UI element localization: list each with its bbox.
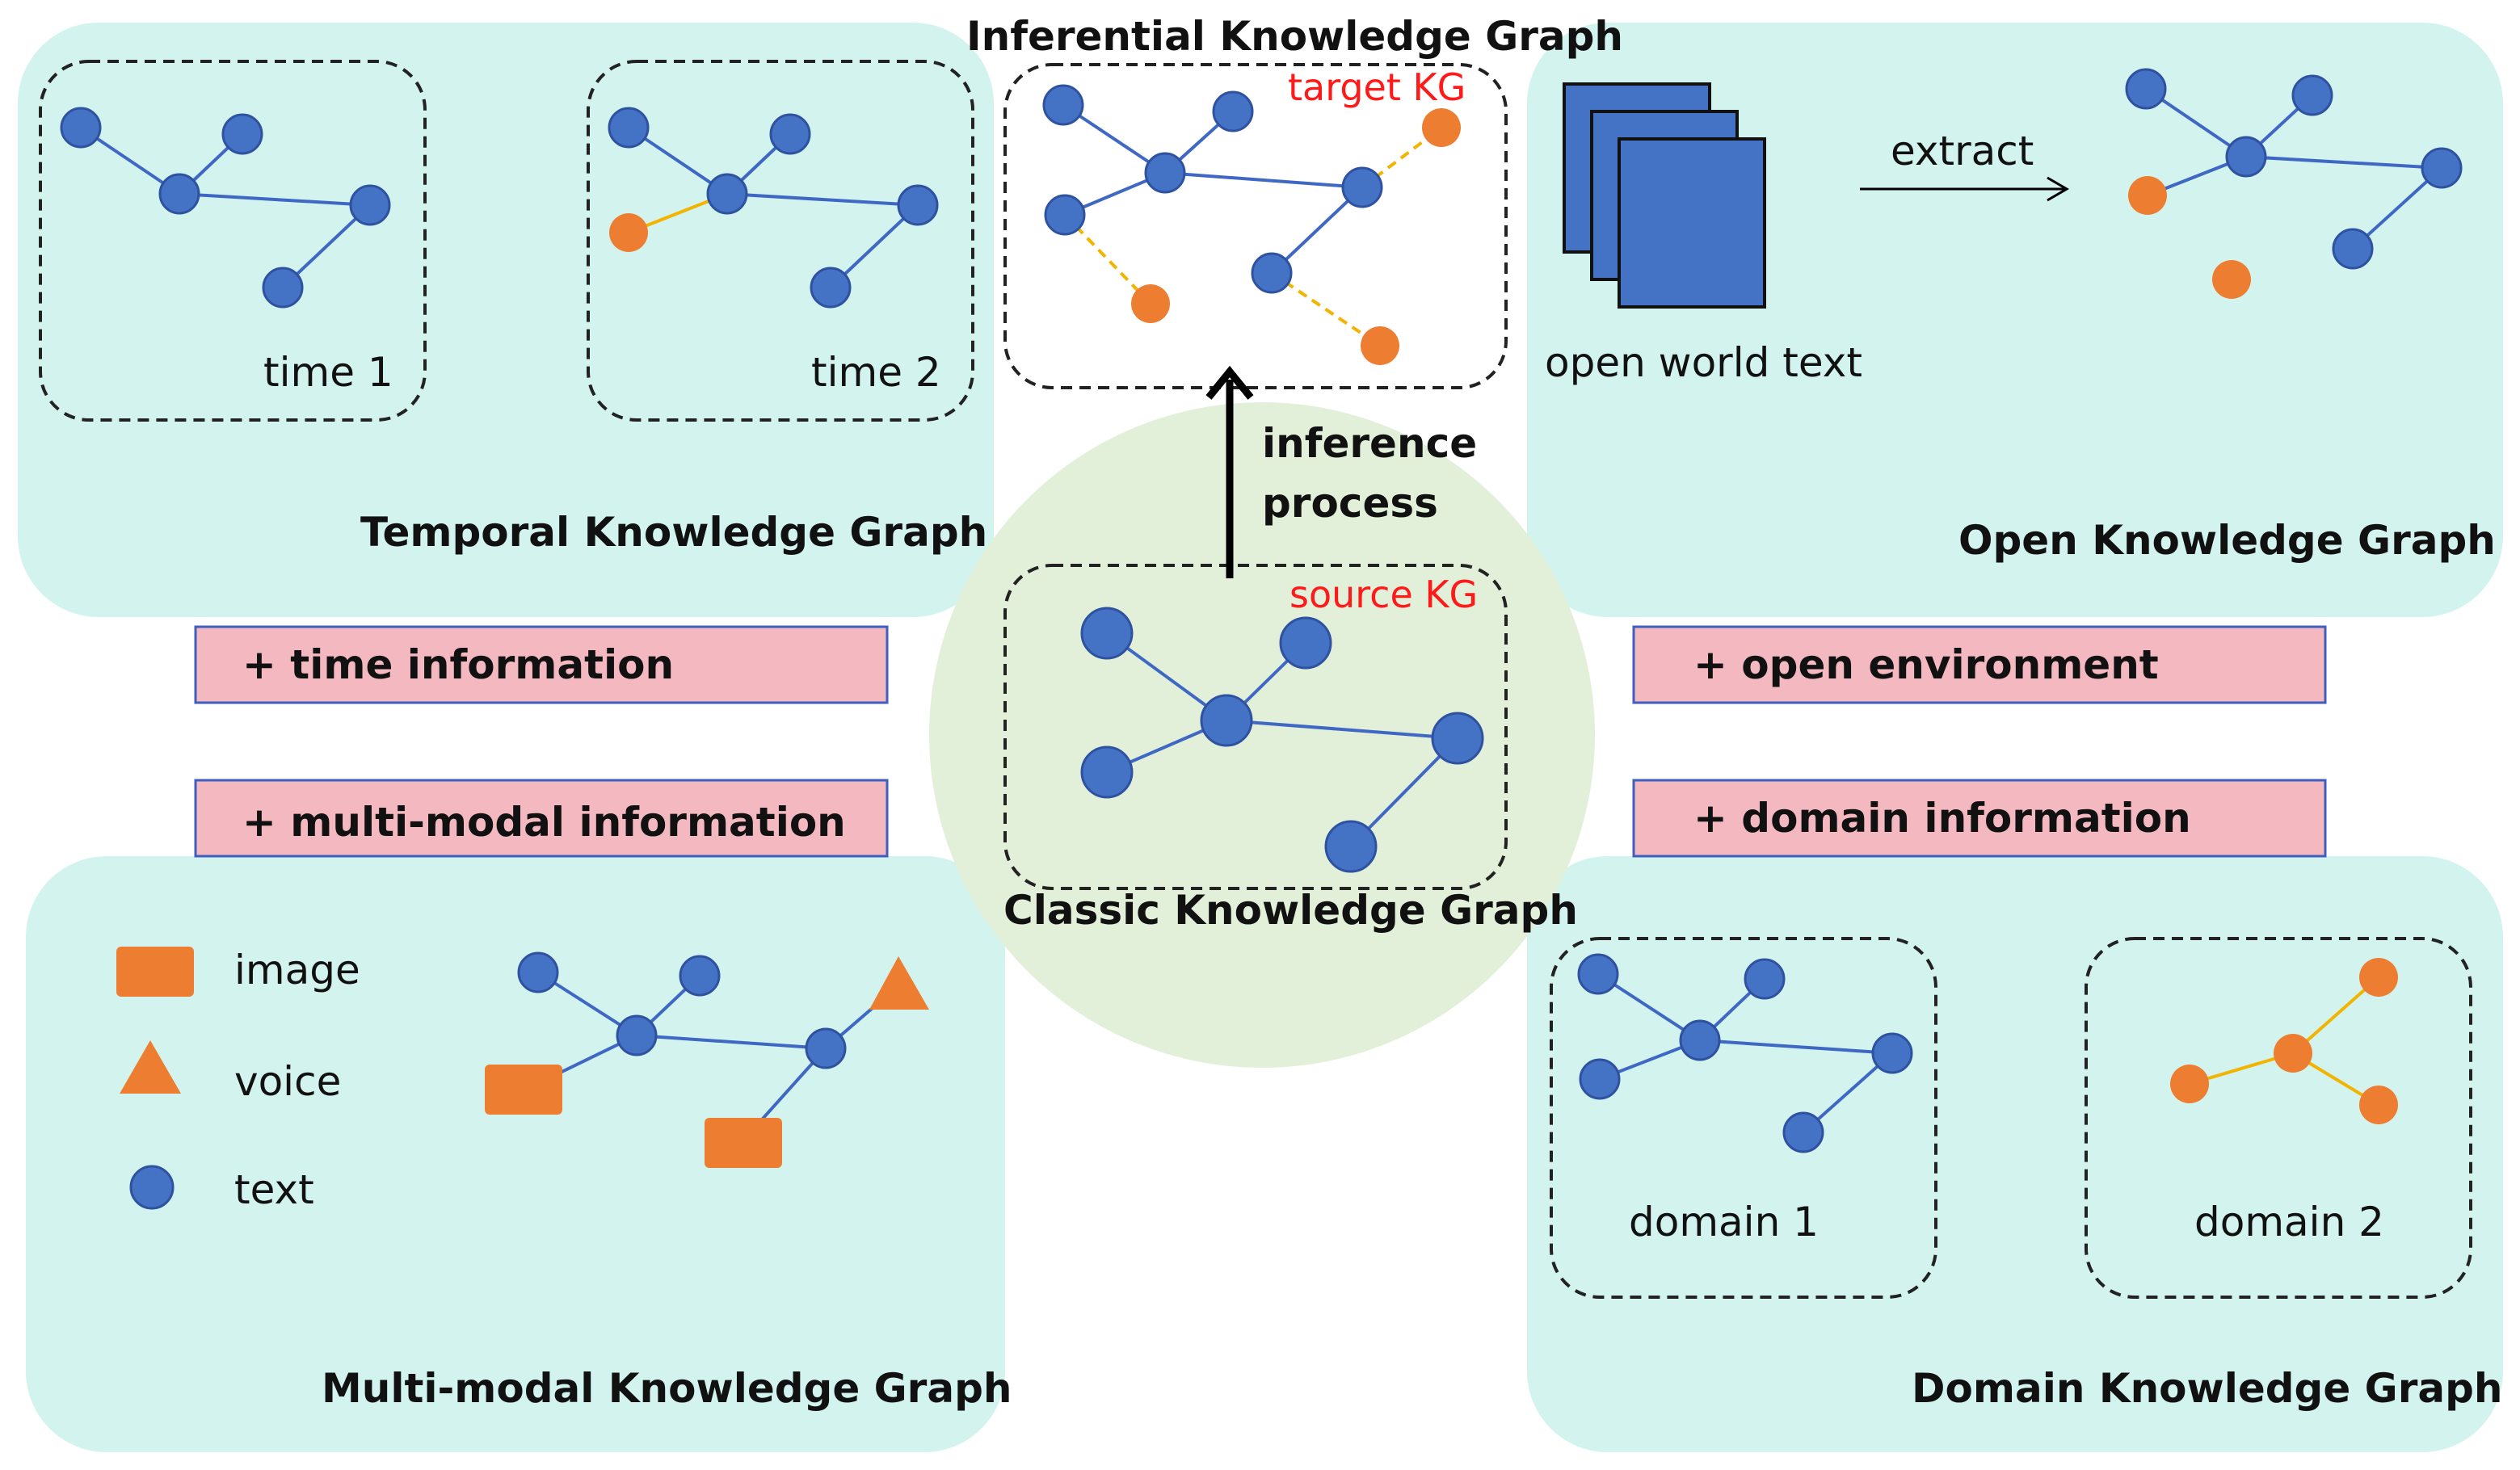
domain1-box [1550, 937, 1937, 1299]
domain1-label: domain 1 [1629, 1199, 1819, 1245]
domain2-label: domain 2 [2194, 1199, 2384, 1245]
multimodal-panel [26, 856, 1005, 1452]
target-nodes [1042, 84, 1383, 294]
open-env-bar [1632, 625, 2327, 704]
domain-info-bar [1632, 779, 2327, 858]
open-nodes [2125, 68, 2463, 270]
classic-title: Classic Knowledge Graph [1003, 887, 1578, 934]
target-inferred-nodes [1131, 108, 1461, 365]
triangle-icon [120, 1040, 181, 1094]
domain-info-bar-label: + domain information [1693, 795, 2191, 842]
time2-label: time 2 [811, 349, 941, 396]
open-extracted-nodes [2128, 176, 2251, 299]
open-env-bar-label: + open environment [1693, 641, 2159, 688]
time-info-bar-label: + time information [242, 641, 674, 688]
multimodal-image-node-2 [705, 1118, 782, 1168]
document-stack-icon [1563, 82, 1766, 309]
multimodal-image-node [485, 1065, 562, 1115]
time2-nodes [608, 107, 939, 309]
open-text-label: open world text [1545, 339, 1862, 386]
target-kg-box [1003, 63, 1508, 389]
domain1-nodes [1577, 953, 1913, 1153]
multimodal-voice-node [869, 956, 929, 1010]
legend-image-label: image [234, 947, 360, 993]
inferential-title: Inferential Knowledge Graph [966, 13, 1623, 60]
source-kg-box [1003, 564, 1508, 890]
extract-arrowhead [2047, 176, 2069, 202]
temporal-title: Temporal Knowledge Graph [360, 509, 987, 556]
time1-nodes [60, 107, 391, 309]
domain-panel [1527, 856, 2503, 1452]
time2-box [587, 60, 974, 422]
time1-box [39, 60, 427, 422]
domain2-box [2085, 937, 2472, 1299]
legend-text-label: text [234, 1166, 314, 1213]
target-kg-label: target KG [1288, 65, 1466, 109]
extract-label: extract [1891, 128, 2034, 174]
multimodal-info-bar-label: + multi-modal information [242, 799, 846, 846]
time-info-bar [194, 625, 889, 704]
inference-label-line2: process [1262, 480, 1438, 527]
time1-label: time 1 [263, 349, 393, 396]
domain-title: Domain Knowledge Graph [1912, 1365, 2503, 1412]
source-kg-label: source KG [1289, 573, 1478, 616]
multimodal-text-nodes [517, 951, 847, 1069]
open-title: Open Knowledge Graph [1958, 517, 2496, 564]
multimodal-info-bar [194, 779, 889, 858]
classic-background-circle [929, 402, 1595, 1068]
time2-new-node [609, 213, 648, 252]
multimodal-title: Multi-modal Knowledge Graph [322, 1365, 1012, 1412]
circle-icon [129, 1165, 175, 1210]
rectangle-icon [116, 947, 194, 997]
domain2-nodes [2170, 958, 2398, 1124]
source-nodes [1080, 607, 1484, 873]
legend-voice-label: voice [234, 1058, 341, 1105]
inference-arrowhead [1205, 365, 1254, 400]
inference-label-line1: inference [1262, 420, 1477, 467]
